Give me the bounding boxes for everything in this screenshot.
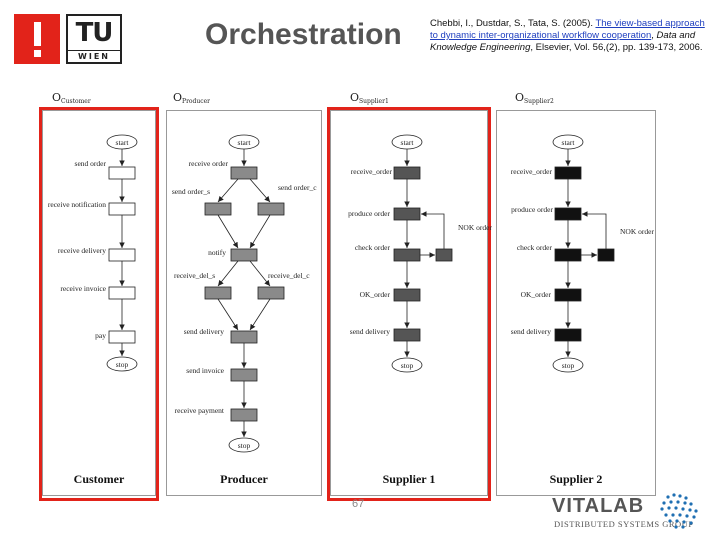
citation: Chebbi, I., Dustdar, S., Tata, S. (2005)… [430, 18, 705, 53]
customer-node: receive delivery [58, 246, 106, 255]
citation-publisher: , Elsevier, Vol. 56,(2), pp. 139-173, 20… [530, 42, 703, 53]
tu-logo-text: TU [75, 18, 114, 48]
producer-node: receive order [189, 159, 229, 168]
supplier1-node: receive_order [351, 167, 393, 176]
producer-node: send order_s [172, 187, 210, 196]
panel-producer-label: Producer [220, 472, 268, 486]
producer-node: send invoice [186, 366, 224, 375]
vitalab-logo: VITALAB DISTRIBUTED SYSTEMS GROUP [552, 493, 702, 535]
tu-exclamation-logo [14, 14, 60, 64]
supplier2-node: stop [562, 361, 575, 370]
producer-node: start [238, 138, 252, 147]
supplier1-workflow: start receive_order produce order check … [348, 134, 492, 373]
citation-link[interactable]: The view-based approach to dynamic inter… [430, 18, 705, 41]
panel-supplier2-label: Supplier 2 [549, 472, 603, 486]
panel-customer: Customer [42, 110, 156, 496]
producer-workflow: start receive order send order_s send or… [172, 134, 317, 453]
producer-node: receive_del_c [268, 271, 310, 280]
producer-node: send order_c [278, 183, 317, 192]
wien-logo-text: WIEN [68, 50, 120, 61]
supplier1-node: NOK order [458, 223, 492, 232]
producer-node: receive_del_s [174, 271, 215, 280]
vitalab-name: VITALAB [552, 495, 645, 517]
supplier1-node: check order [355, 243, 391, 252]
producer-node: receive payment [175, 406, 225, 415]
tu-wien-logo: TU WIEN [66, 14, 122, 64]
customer-node: send order [75, 159, 107, 168]
supplier2-node: start [562, 138, 576, 147]
supplier2-workflow: start receive_order produce order check … [511, 134, 654, 373]
highlight-supplier1 [327, 107, 491, 501]
panel-customer-label: Customer [73, 472, 125, 486]
vitalab-subtitle: DISTRIBUTED SYSTEMS GROUP [554, 519, 694, 529]
o-label-producer: OProducer [173, 91, 211, 105]
highlight-customer [39, 107, 159, 501]
customer-node: pay [95, 331, 106, 340]
supplier1-node: send delivery [350, 327, 390, 336]
supplier1-node: stop [401, 361, 414, 370]
customer-node: receive invoice [60, 284, 106, 293]
supplier2-node: NOK order [620, 227, 654, 236]
producer-node: send delivery [184, 327, 224, 336]
panel-supplier1-label: Supplier 1 [382, 472, 436, 486]
dot-globe-icon [660, 493, 698, 529]
supplier2-node: OK_order [521, 290, 552, 299]
o-label-supplier1: OSupplier1 [350, 91, 389, 105]
supplier1-node: start [401, 138, 415, 147]
slide-title: Orchestration [205, 18, 402, 51]
supplier2-node: receive_order [511, 167, 553, 176]
supplier1-node: OK_order [360, 290, 391, 299]
customer-node: stop [116, 360, 129, 369]
citation-journal: Data and Knowledge Engineering [430, 30, 696, 53]
o-label-supplier2: OSupplier2 [515, 91, 554, 105]
customer-node: receive notification [48, 200, 106, 209]
supplier2-node: produce order [511, 205, 553, 214]
page-number: 67 [352, 498, 365, 510]
supplier2-node: check order [517, 243, 553, 252]
citation-authors: Chebbi, I., Dustdar, S., Tata, S. (2005)… [430, 18, 593, 29]
producer-node: stop [238, 441, 251, 450]
customer-workflow: start send order receive notification re… [48, 134, 138, 372]
o-label-customer: OCustomer [52, 91, 91, 105]
customer-node: start [116, 138, 130, 147]
supplier1-node: produce order [348, 209, 390, 218]
supplier2-node: send delivery [511, 327, 551, 336]
producer-node: notify [208, 248, 226, 257]
